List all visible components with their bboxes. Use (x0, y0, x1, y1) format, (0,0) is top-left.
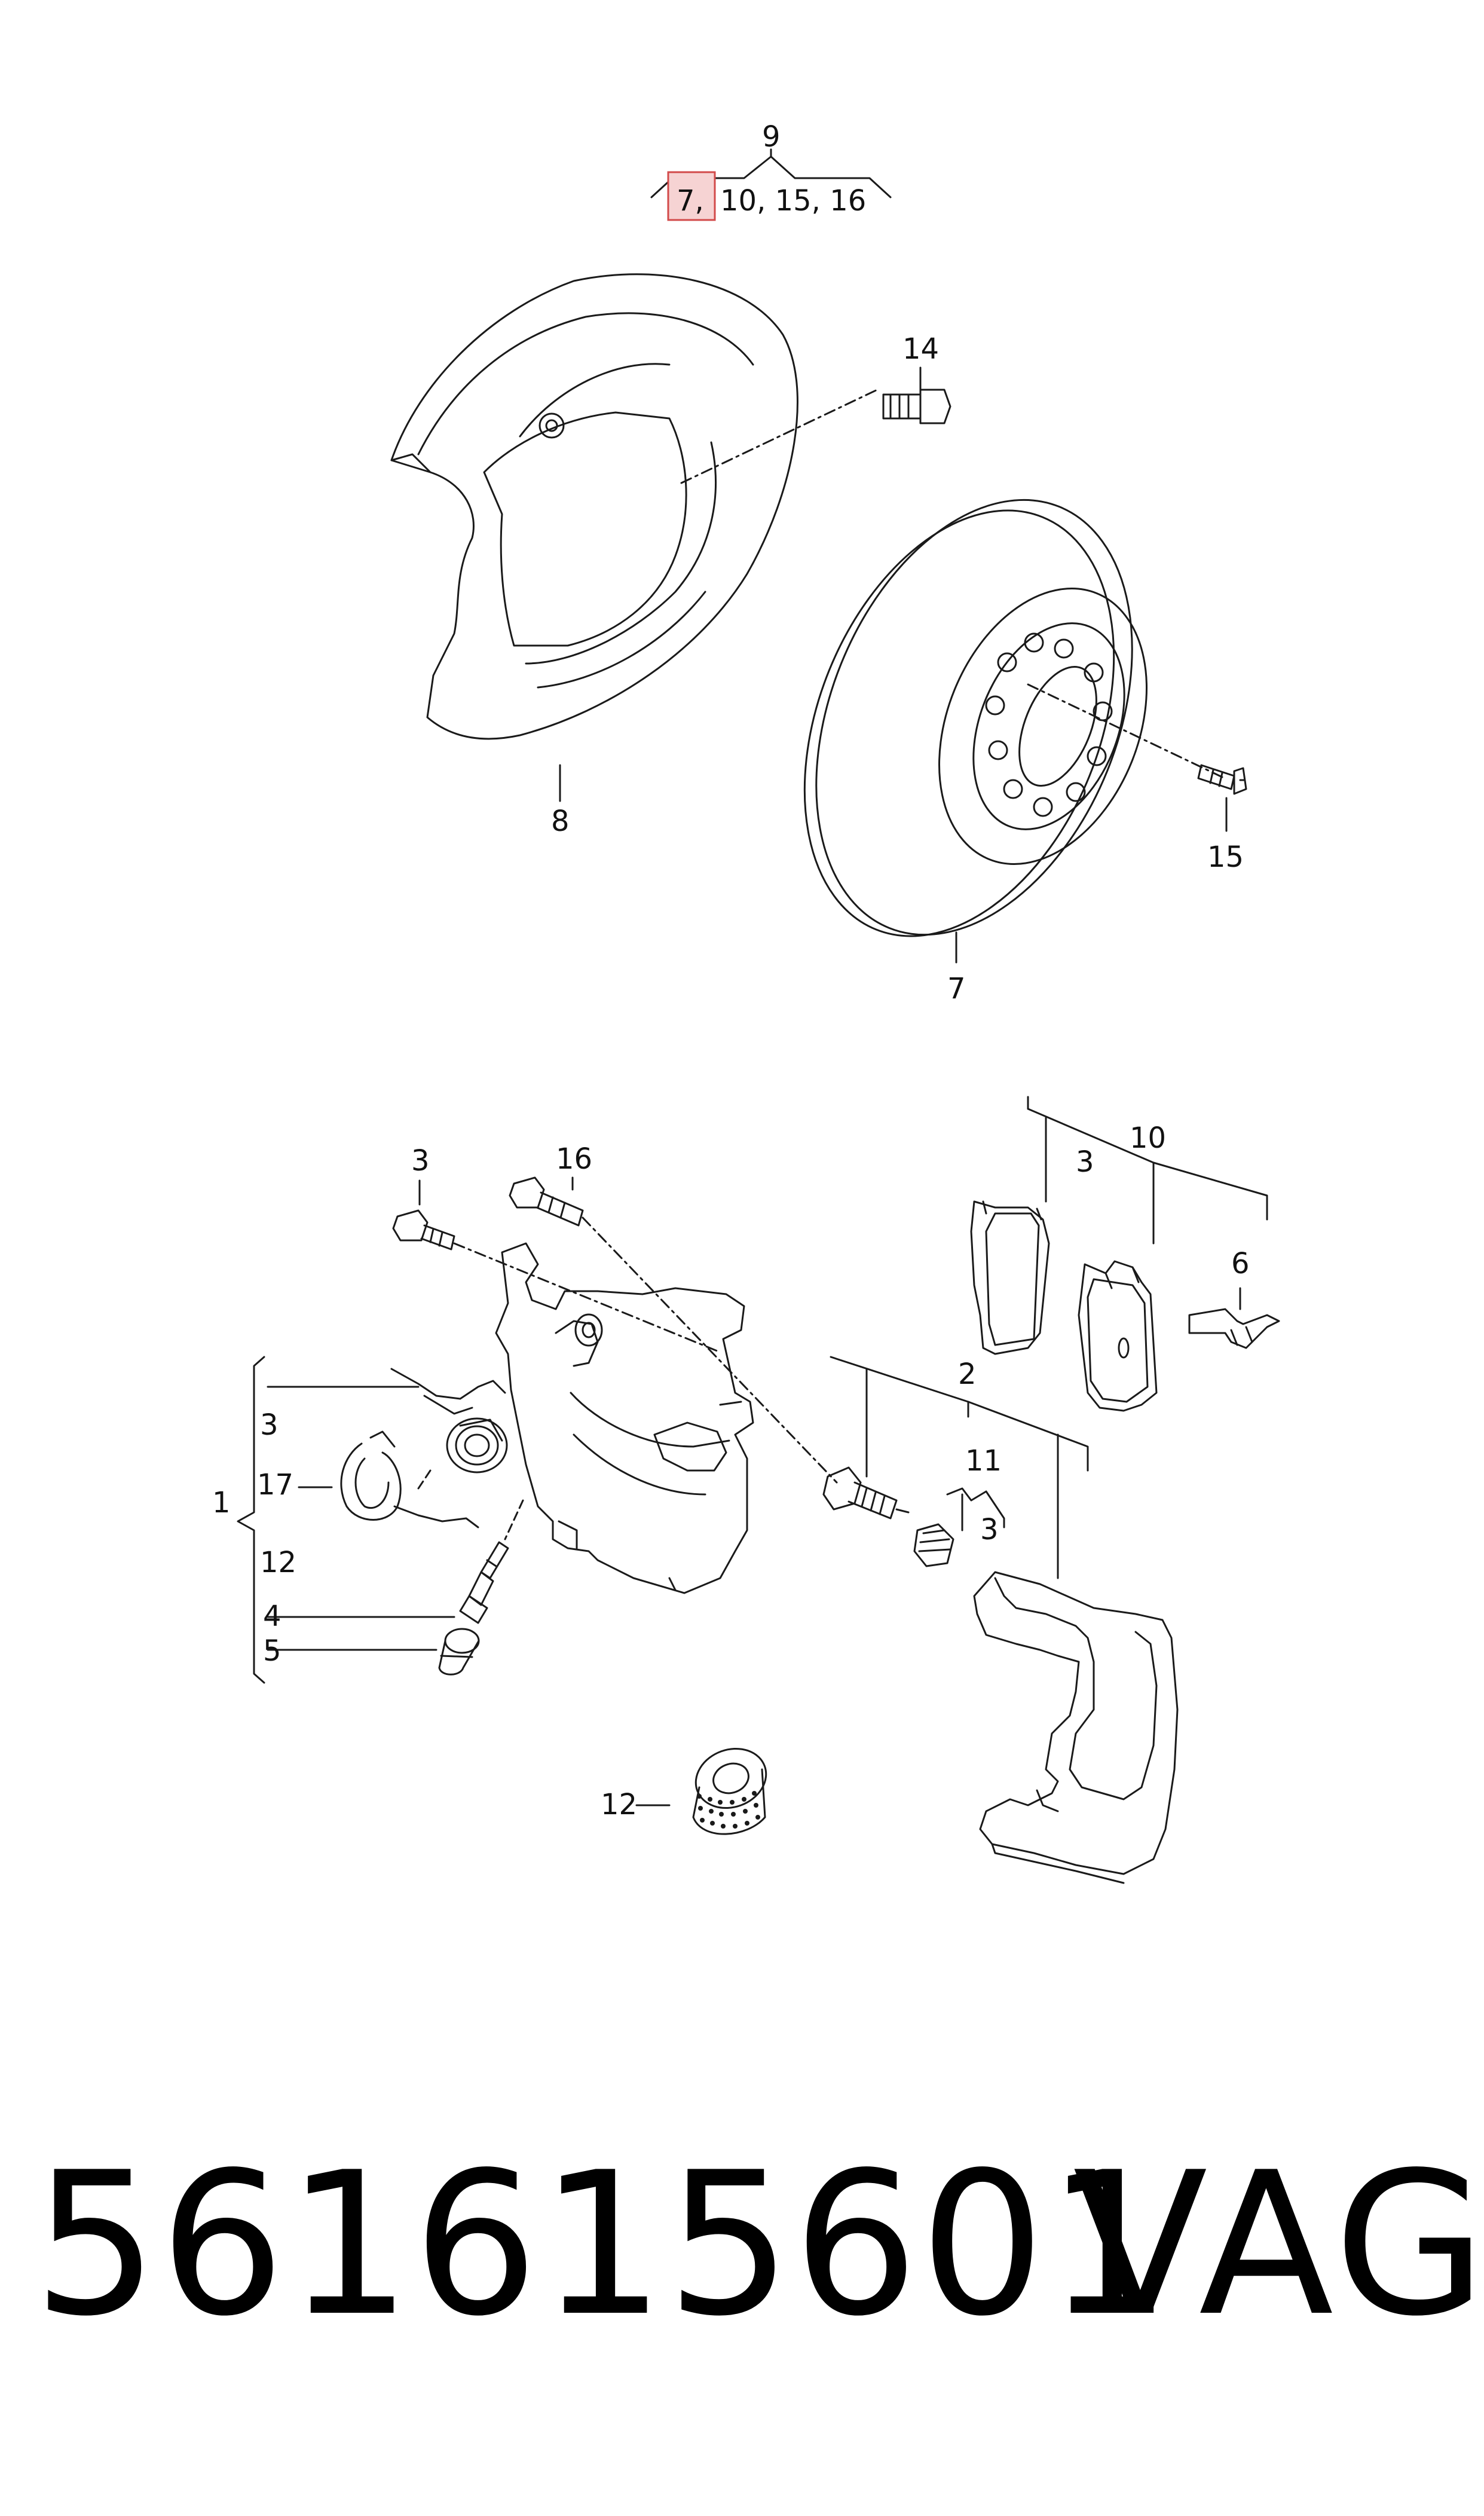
bleeder-valve-4 (459, 1499, 524, 1624)
guide-pin-2 (822, 1466, 910, 1520)
label-11: 11 (965, 1444, 1002, 1478)
part-number: 561615601 (33, 2130, 1173, 2359)
label-1: 1 (212, 1486, 231, 1520)
caliper-carrier (973, 1571, 1179, 1884)
label-7-highlight: 7, (677, 184, 704, 218)
label-2: 2 (958, 1358, 977, 1391)
screw-15 (1197, 764, 1247, 832)
dust-cap-5 (438, 1628, 480, 1676)
bolt-16 (509, 1176, 838, 1484)
brake-pad-left (970, 1200, 1050, 1355)
backing-plate-shape (390, 273, 881, 740)
label-3-top: 3 (411, 1144, 430, 1178)
label-3-boot: 3 (980, 1513, 999, 1546)
cap-12 (692, 1747, 767, 1835)
brake-disc (803, 499, 1223, 964)
springs (340, 1368, 508, 1528)
label-4: 4 (263, 1600, 281, 1633)
label-3-spring: 3 (260, 1408, 279, 1442)
bolt-3-top (392, 1179, 718, 1352)
label-8: 8 (551, 805, 570, 838)
brand-name: VAG (1073, 2130, 1484, 2359)
highlight-box (667, 171, 716, 221)
label-14: 14 (902, 332, 939, 366)
label-6: 6 (1231, 1247, 1250, 1280)
boot-11 (913, 1523, 954, 1567)
bracket-2 (830, 1356, 1089, 1579)
caliper-body (495, 1242, 754, 1594)
bracket-10 (1027, 1096, 1268, 1310)
label-16: 16 (556, 1142, 592, 1176)
bolt-14 (882, 366, 951, 424)
label-9: 9 (762, 120, 781, 154)
label-header-rest: 10, 15, 16 (720, 184, 866, 218)
brake-pad-right (1078, 1260, 1158, 1412)
label-10: 10 (1130, 1121, 1166, 1155)
anti-rattle-clip-6 (1188, 1308, 1280, 1349)
bracket-11 (946, 1487, 1005, 1531)
label-17: 17 (257, 1468, 293, 1502)
bracket-1 (237, 1356, 671, 1806)
label-3-pads: 3 (1076, 1145, 1094, 1179)
label-12-cap: 12 (601, 1788, 637, 1821)
label-15: 15 (1207, 840, 1244, 874)
label-12-kit: 12 (260, 1546, 296, 1579)
label-7: 7 (947, 972, 966, 1005)
label-5: 5 (263, 1634, 281, 1668)
